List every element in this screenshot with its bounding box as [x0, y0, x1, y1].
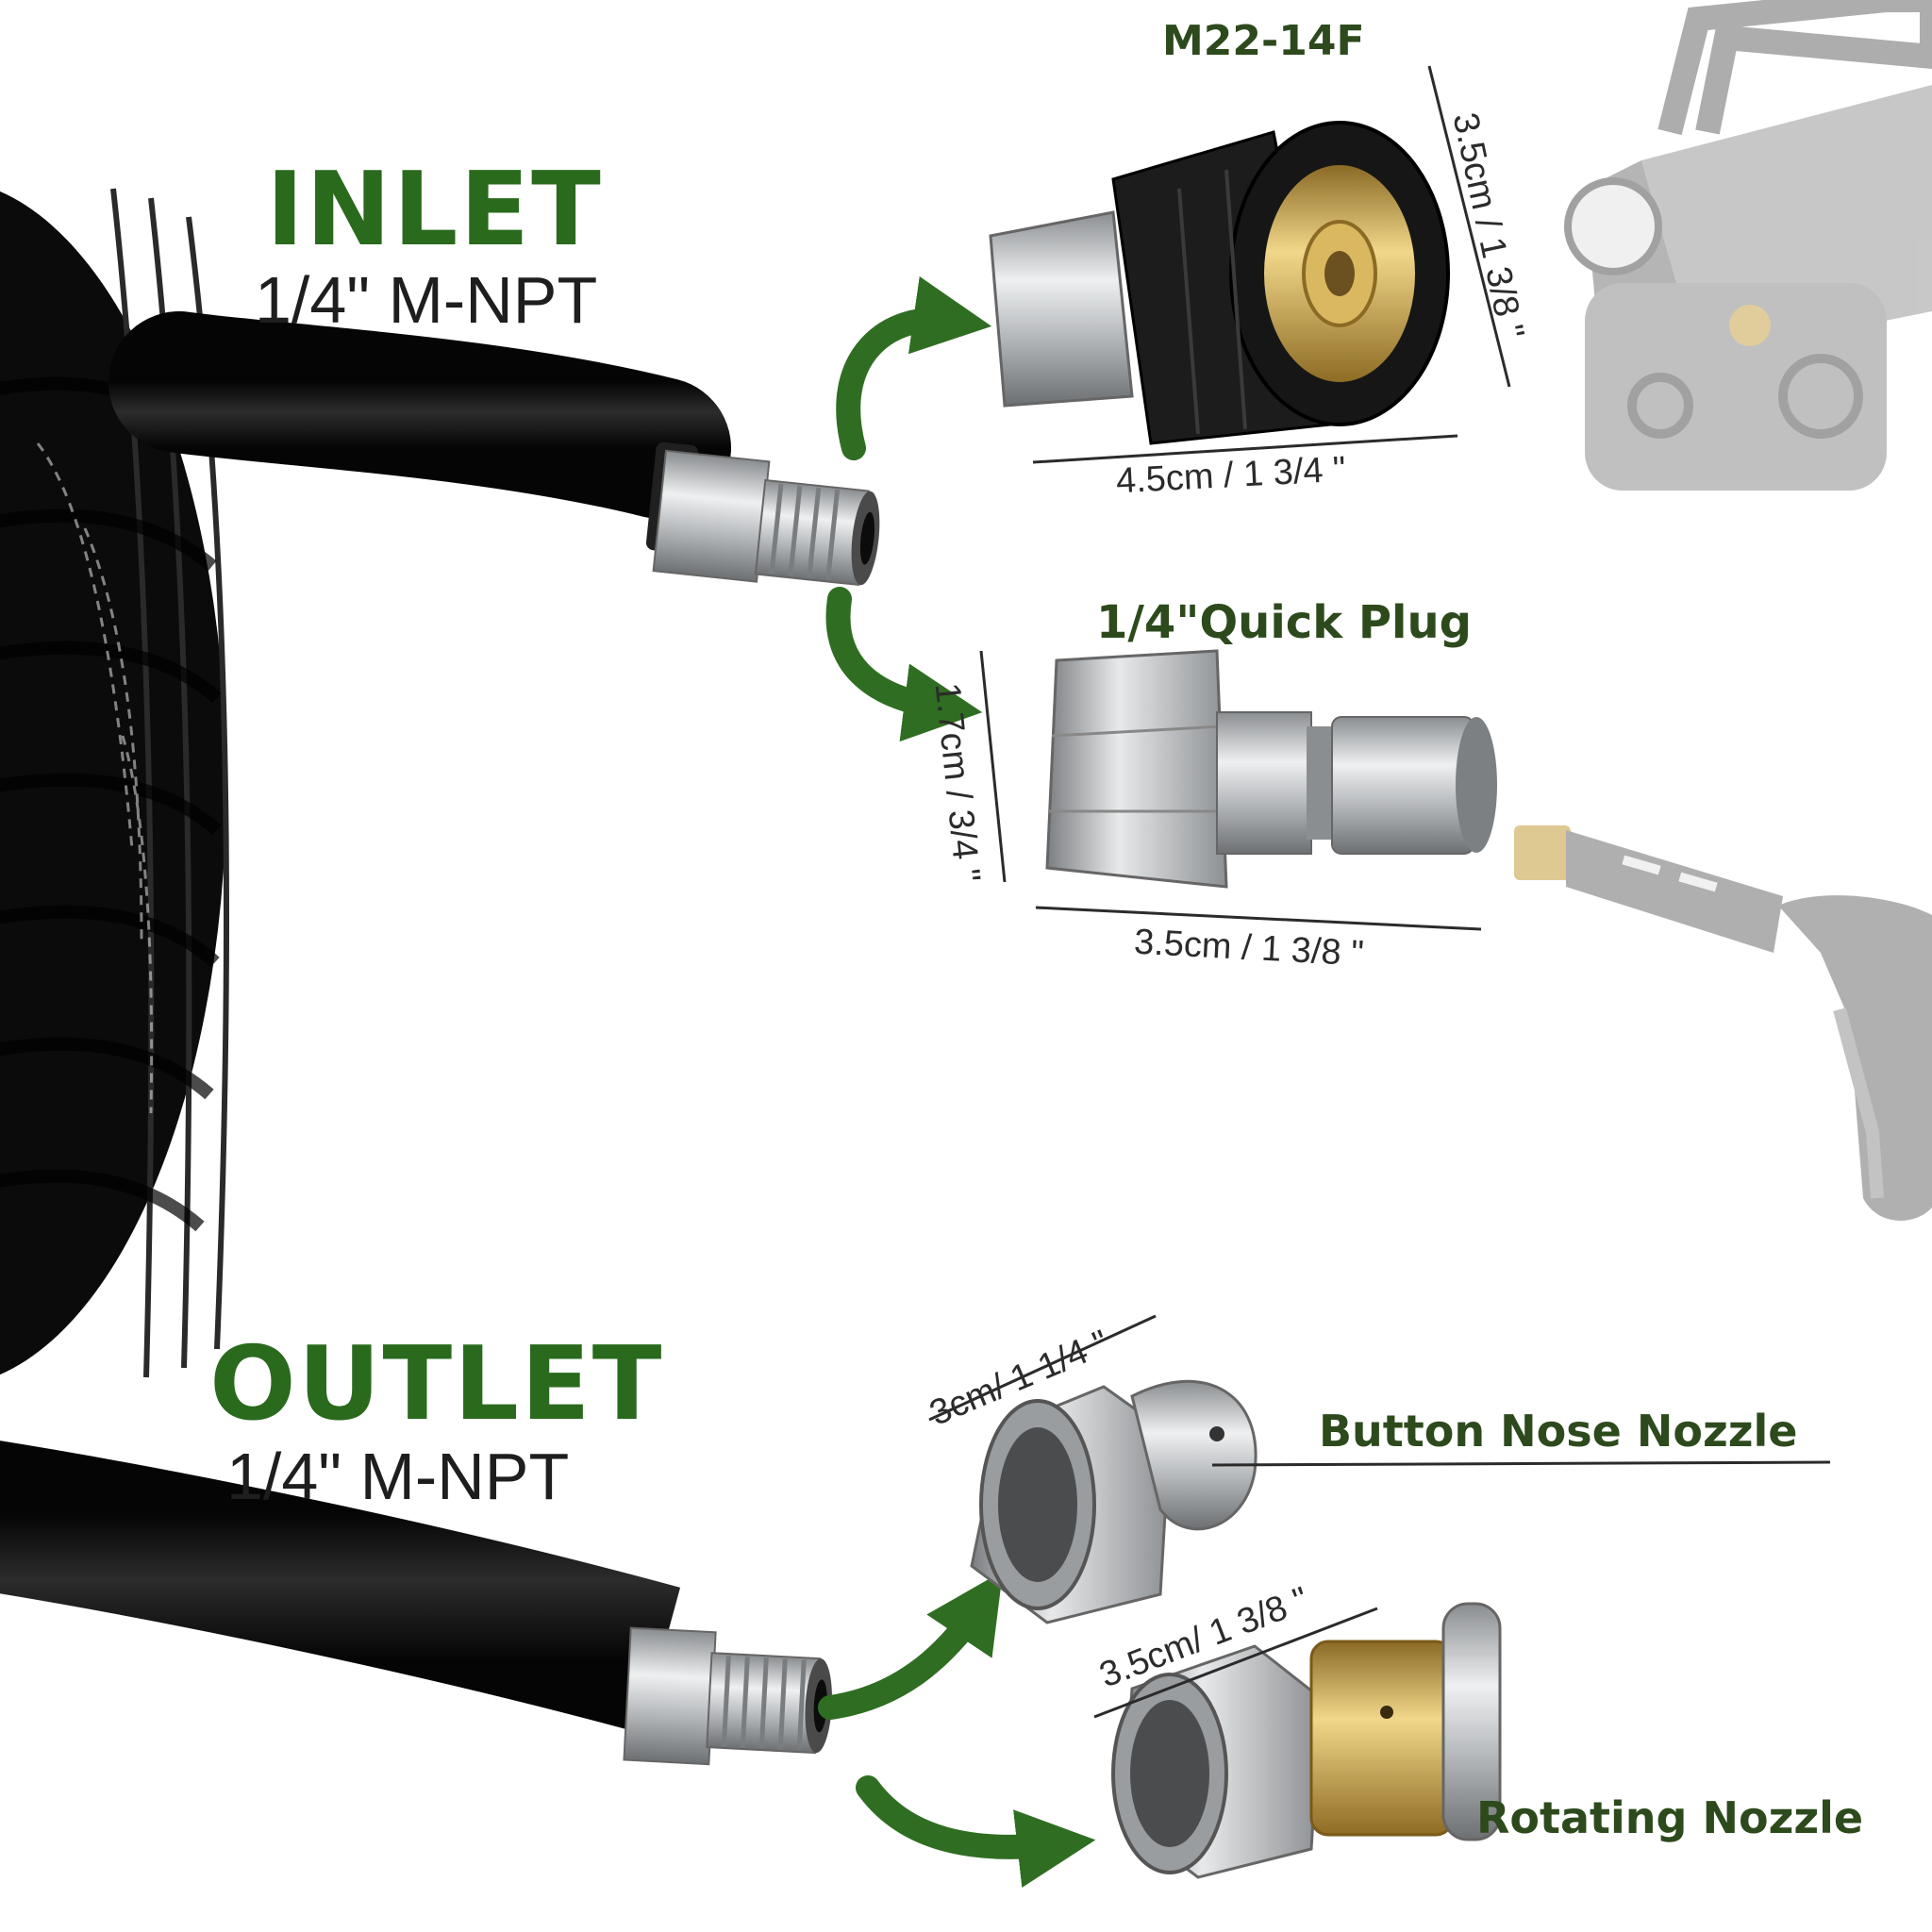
outlet-fitting	[623, 1626, 832, 1766]
outlet-title: OUTLET	[209, 1325, 664, 1443]
inlet-hose	[108, 311, 731, 554]
rotating-nozzle-title: Rotating Nozzle	[1476, 1792, 1864, 1843]
button-nozzle-title: Button Nose Nozzle	[1319, 1406, 1798, 1457]
watermark: 豆包AI生成	[1613, 1844, 1807, 1888]
pressure-washer-icon	[1564, 0, 1932, 491]
inlet-fitting	[652, 449, 880, 587]
m22-title: M22-14F	[1162, 17, 1365, 65]
curved-arrow-icon	[836, 275, 992, 460]
curved-arrow-icon	[856, 1775, 1096, 1888]
button-nose-nozzle-image	[970, 1379, 1257, 1624]
quick-plug-image	[1045, 649, 1497, 889]
dimension-lines	[928, 65, 1831, 1719]
outlet-thread-label: 1/4" M-NPT	[226, 1440, 570, 1513]
inlet-title: INLET	[266, 151, 603, 269]
inlet-thread-label: 1/4" M-NPT	[255, 263, 598, 337]
spray-gun-icon	[1514, 825, 1932, 1221]
rotating-nozzle-image	[1111, 1602, 1502, 1879]
curved-arrow-icon	[825, 587, 983, 742]
outlet-hose	[0, 1441, 681, 1734]
curved-arrow-icon	[818, 1571, 1004, 1720]
quick-plug-title: 1/4"Quick Plug	[1096, 596, 1473, 649]
m22-connector-image	[989, 121, 1450, 445]
arrows	[818, 275, 1096, 1888]
